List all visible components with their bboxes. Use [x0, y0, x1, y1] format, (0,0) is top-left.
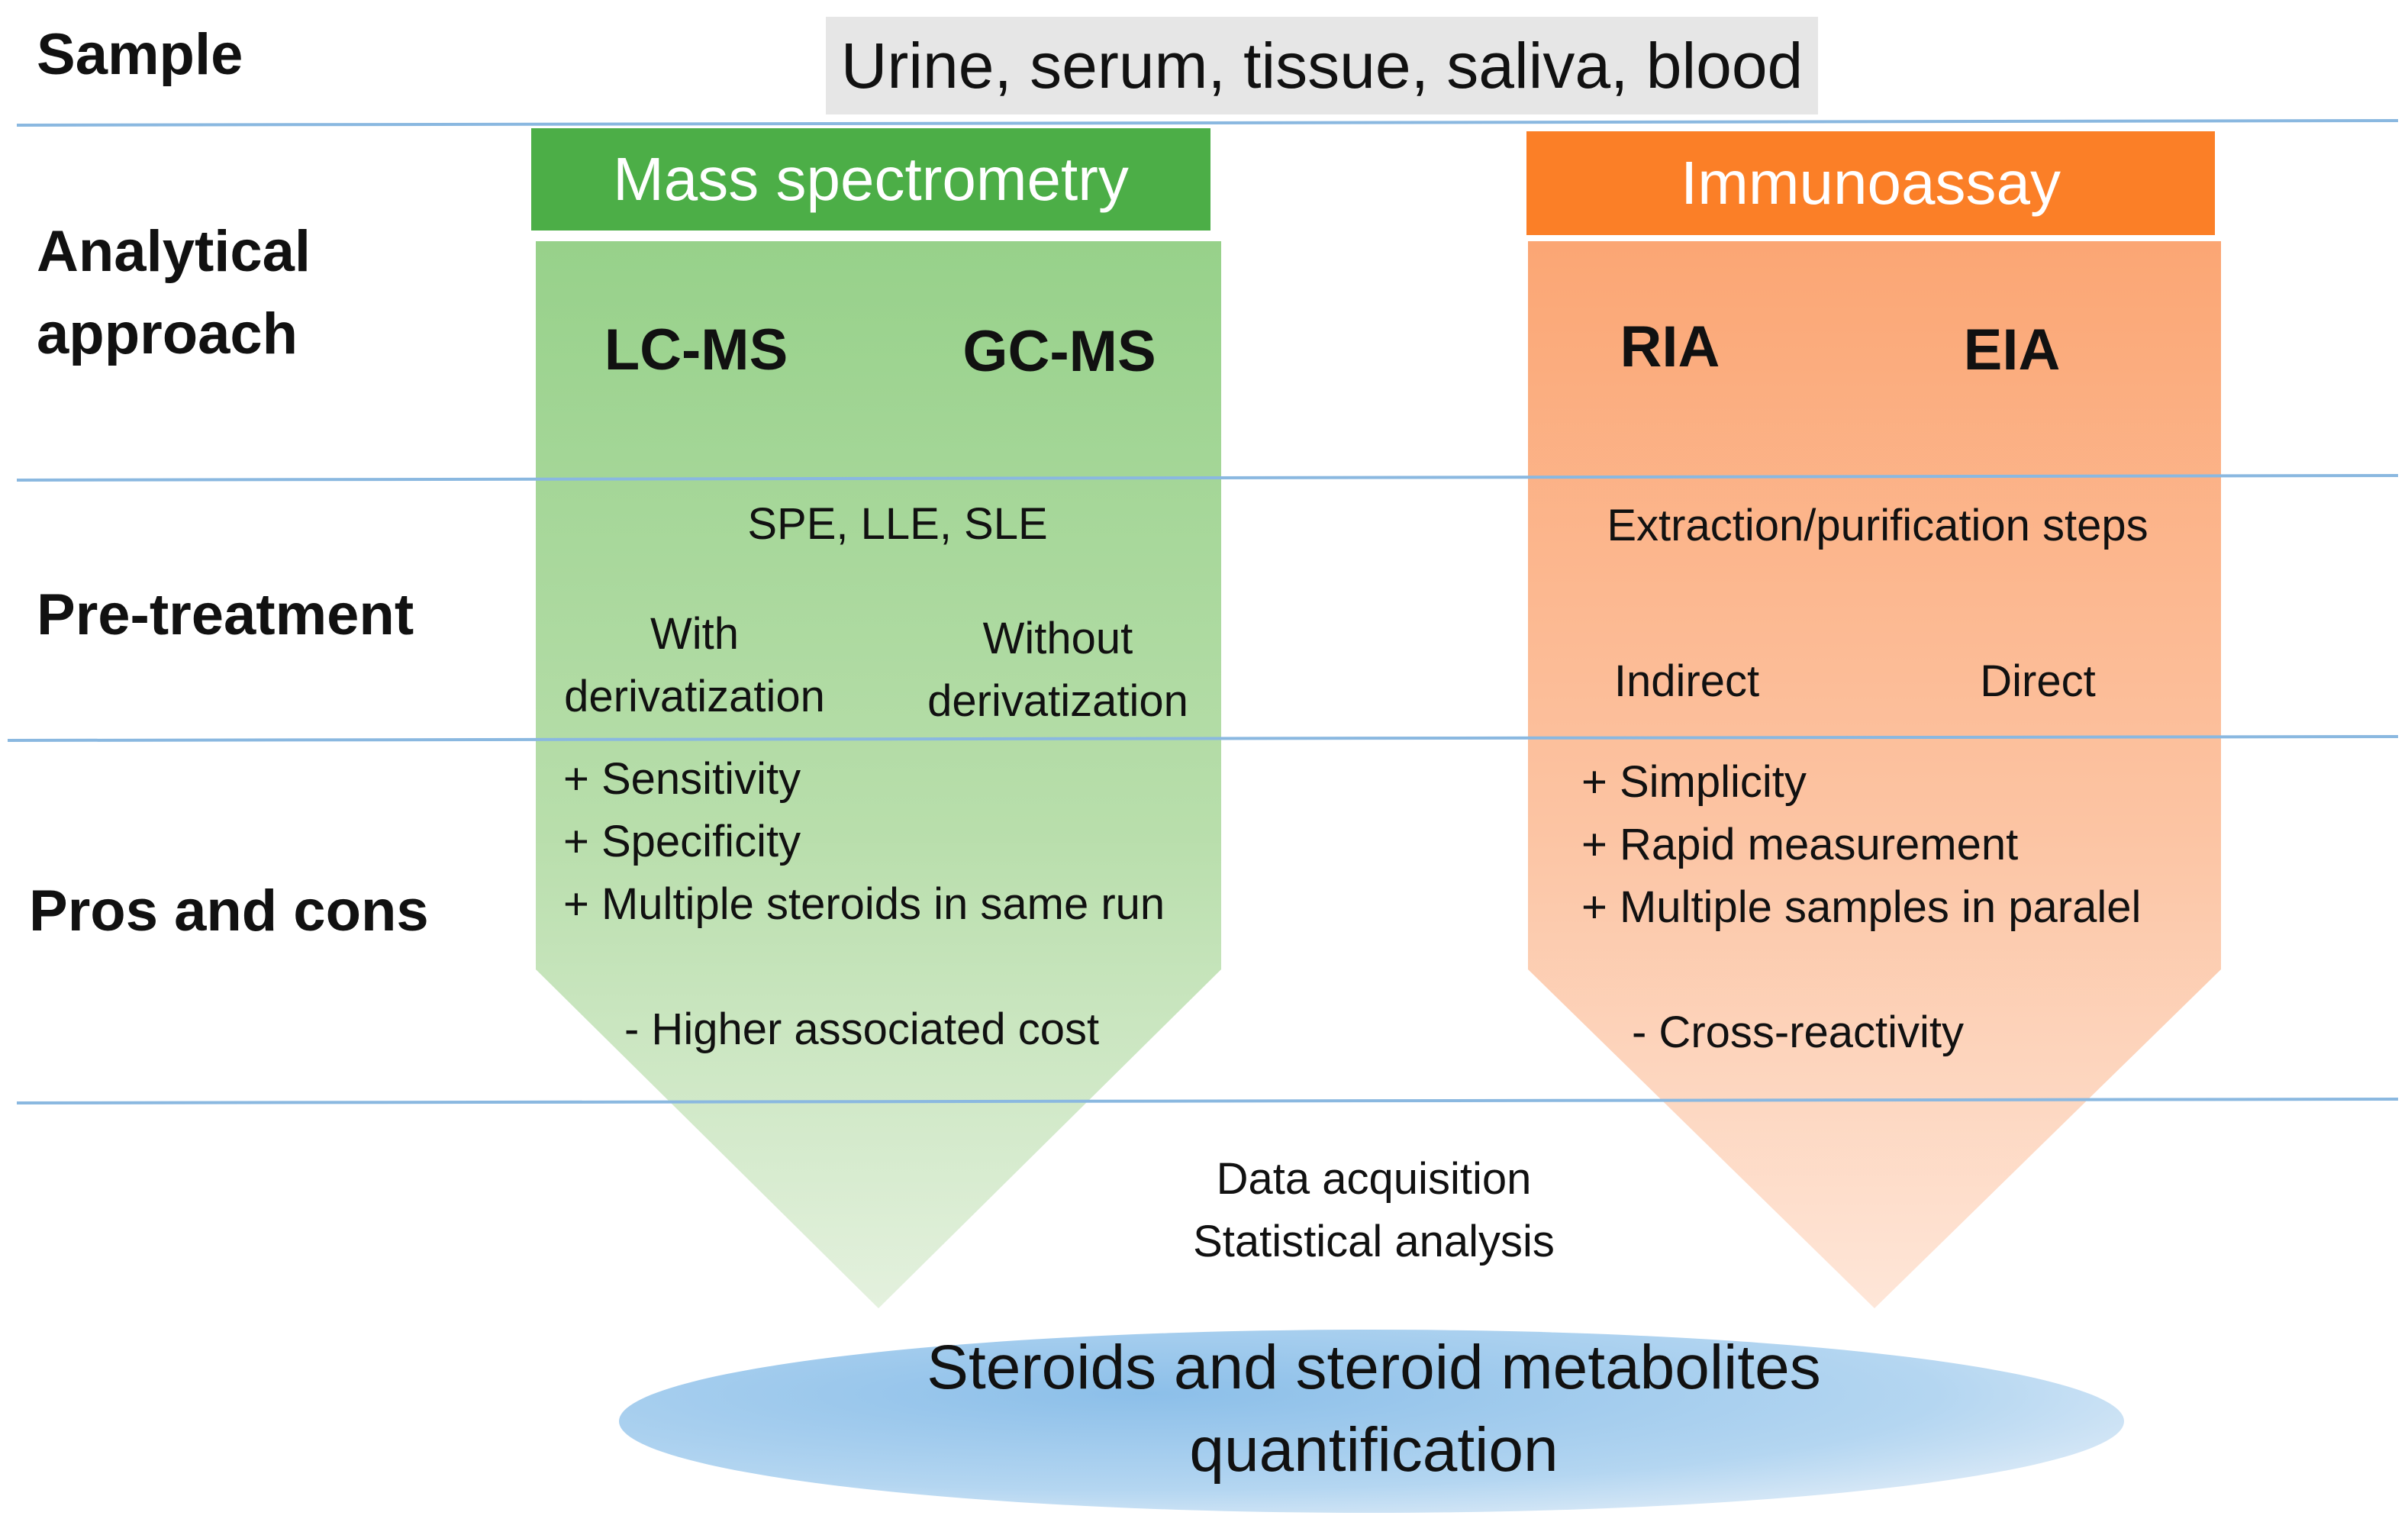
sample-types-box: Urine, serum, tissue, saliva, blood [826, 17, 1818, 114]
result-text: Steroids and steroid metabolites quantif… [763, 1327, 1984, 1491]
immunoassay-pro: + Rapid measurement [1581, 820, 2019, 869]
immunoassay-pro: + Multiple samples in paralel [1581, 882, 2142, 932]
row-label-pros-cons: Pros and cons [29, 879, 429, 943]
immunoassay-extraction: Extraction/purification steps [1607, 501, 2149, 550]
immunoassay-arrow [1528, 241, 2221, 1308]
result-ellipse [619, 1330, 2124, 1513]
without-derivatization-line2: derivatization [927, 676, 1188, 726]
mass-spec-pro: + Sensitivity [563, 754, 801, 804]
method-lc-ms: LC-MS [604, 318, 788, 382]
mass-spec-pro: + Multiple steroids in same run [563, 879, 1165, 929]
row-label-analytical: Analytical [37, 219, 311, 284]
row-label-sample: Sample [37, 22, 243, 87]
immunoassay-header: Immunoassay [1526, 131, 2215, 235]
with-derivatization-line2: derivatization [564, 672, 825, 721]
without-derivatization-line1: Without [982, 614, 1133, 663]
immunoassay-direct: Direct [1980, 656, 2096, 706]
immunoassay-indirect: Indirect [1613, 656, 1760, 706]
result-line-1: Steroids and steroid metabolites [927, 1333, 1821, 1402]
row-label-approach: approach [37, 301, 298, 366]
mass-spec-pro: + Specificity [563, 817, 801, 866]
immunoassay-pro: + Simplicity [1581, 757, 1807, 807]
divider-line [16, 474, 2399, 482]
method-ria: RIA [1620, 314, 1720, 379]
divider-line [16, 119, 2399, 127]
with-derivatization-line1: With [650, 609, 739, 659]
result-line-2: quantification [1189, 1415, 1559, 1485]
data-acquisition-label: Data acquisition [1216, 1154, 1532, 1204]
mass-spec-arrow [536, 241, 1221, 1308]
divider-line [7, 735, 2399, 742]
method-eia: EIA [1963, 318, 2061, 382]
statistical-analysis-label: Statistical analysis [1193, 1217, 1555, 1266]
immunoassay-con: - Cross-reactivity [1632, 1008, 1965, 1057]
mass-spec-header: Mass spectrometry [531, 128, 1210, 231]
mass-spec-extraction: SPE, LLE, SLE [747, 499, 1048, 549]
method-gc-ms: GC-MS [962, 319, 1156, 384]
mass-spec-con: - Higher associated cost [624, 1004, 1100, 1054]
row-label-pretreatment: Pre-treatment [37, 582, 414, 647]
divider-line [16, 1098, 2399, 1104]
